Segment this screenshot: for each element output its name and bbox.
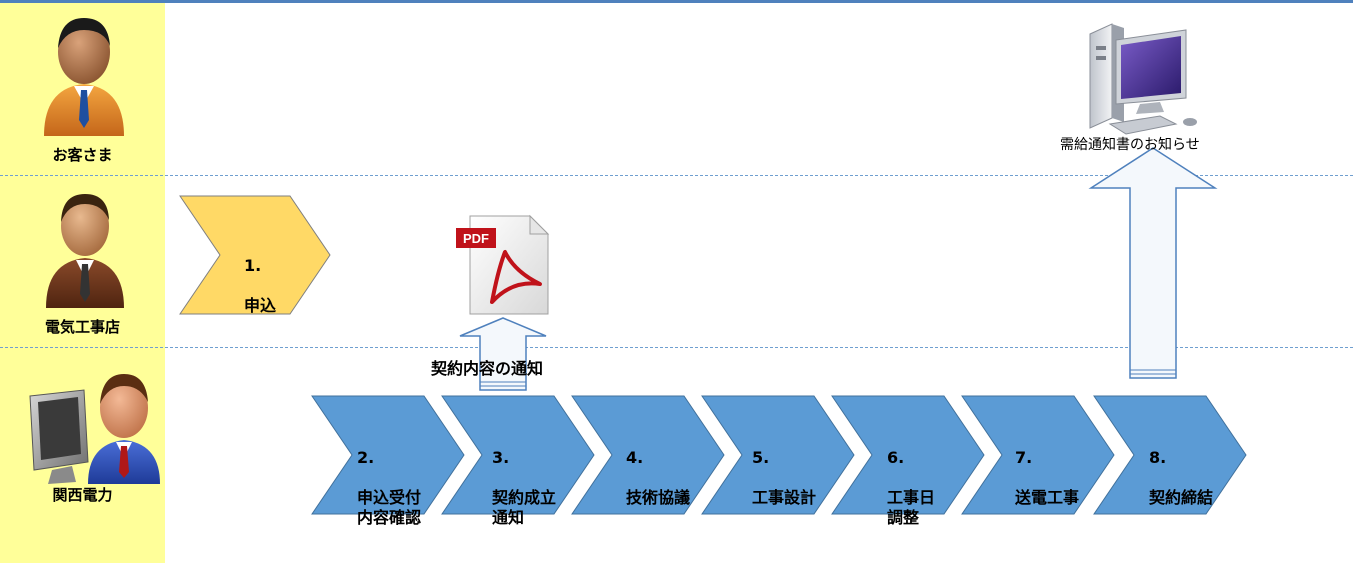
step-chevron-4 [571,395,725,515]
contract-notice-label: 契約内容の通知 [431,359,544,378]
step-2-label: 2. 申込受付 内容確認 [357,428,421,548]
step-6-text: 工事日 調整 [887,488,936,527]
role-label-kansai-electric: 関西電力 [52,486,113,504]
step-chevron-2 [311,395,465,515]
step-chevron-5 [701,395,855,515]
step-5-label: 5. 工事設計 [752,428,816,528]
contract-notice-arrow [459,317,547,391]
supply-notice-label: 需給通知書のお知らせ [1060,137,1200,153]
step-7-label: 7. 送電工事 [1015,428,1079,528]
step-4-text: 技術協議 [626,488,691,507]
step-chevron-1 [179,195,331,315]
customer-avatar-icon [44,18,124,136]
top-border [0,0,1353,3]
step-chevron-7 [961,395,1115,515]
step-2-text: 申込受付 内容確認 [357,488,422,527]
contractor-avatar-icon [46,194,124,308]
step-3-label: 3. 契約成立 通知 [492,428,556,548]
step-5-text: 工事設計 [752,488,817,507]
supply-notice-arrow [1088,147,1218,379]
step-chevron-3 [441,395,595,515]
step-5-number: 5. [752,448,770,467]
step-8-label: 8. 契約締結 [1149,428,1213,528]
step-6-label: 6. 工事日 調整 [887,428,935,548]
step-4-number: 4. [626,448,644,467]
step-1-text: 申込 [244,296,277,315]
step-8-text: 契約締結 [1149,488,1214,507]
step-6-number: 6. [887,448,905,467]
step-7-text: 送電工事 [1015,488,1080,507]
step-8-number: 8. [1149,448,1167,467]
operator-avatar-icon [29,374,160,484]
desktop-computer-icon [1089,23,1197,135]
role-label-contractor: 電気工事店 [44,318,120,336]
lane-divider-contractor [0,347,1353,348]
pdf-document-icon [456,214,550,315]
step-chevron-8 [1093,395,1247,515]
role-label-customer: お客さま [52,146,113,164]
step-3-text: 契約成立 通知 [492,488,557,527]
step-1-number: 1. [244,256,262,275]
step-3-number: 3. [492,448,510,467]
step-1-label: 1. 申込 [244,236,276,336]
lane-divider-customer [0,175,1353,176]
step-chevron-group [311,395,1247,515]
step-4-label: 4. 技術協議 [626,428,690,528]
step-2-number: 2. [357,448,375,467]
pdf-badge-text: PDF [463,231,489,246]
step-chevron-6 [831,395,985,515]
step-7-number: 7. [1015,448,1033,467]
